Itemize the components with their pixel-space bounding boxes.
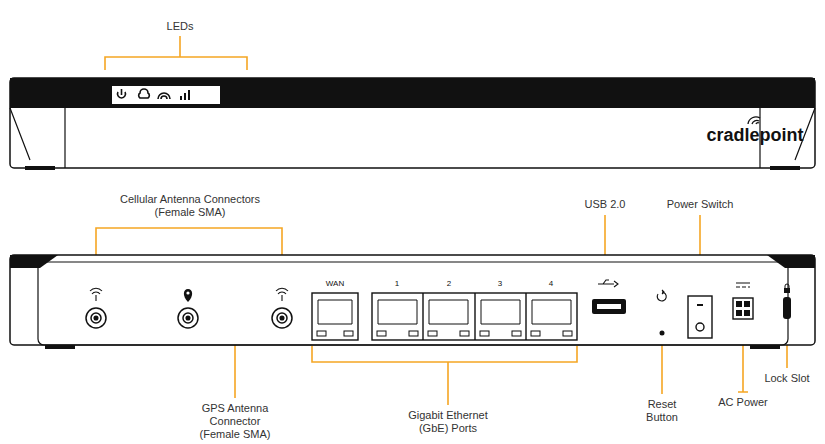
brand-logo: cradlepoint [706,124,803,146]
port-number: 3 [498,279,502,289]
part-label: Power Switch [667,198,734,211]
port-number: 4 [549,279,553,289]
port-number: 1 [395,279,399,289]
part-label: LEDs [167,20,194,33]
part-label: Cellular Antenna Connectors (Female SMA) [105,193,275,219]
router-rear [10,255,815,349]
part-label: GPS Antenna Connector (Female SMA) [198,402,272,441]
part-label: USB 2.0 [585,198,626,211]
part-label: Reset Button [639,398,685,424]
part-label: AC Power [718,396,768,409]
part-label: Gigabit Ethernet (GbE) Ports [398,409,498,435]
router-front [10,78,815,170]
logo-mark [748,117,760,124]
part-label: Lock Slot [764,372,809,385]
port-number: 2 [447,279,451,289]
port-label: WAN [326,279,344,289]
